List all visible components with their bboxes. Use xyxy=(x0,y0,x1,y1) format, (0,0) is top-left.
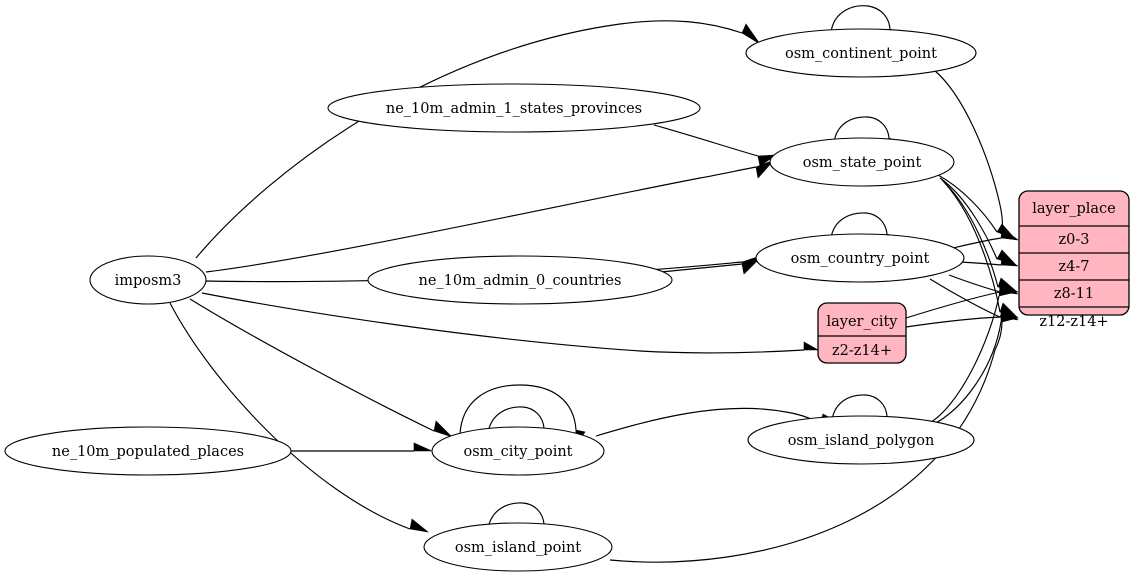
arrowhead xyxy=(413,442,433,452)
node-shape xyxy=(89,255,207,305)
node-label: osm_island_polygon xyxy=(788,433,935,449)
edge-imposm3-to-osm_city_point xyxy=(189,298,435,432)
arrowhead xyxy=(1000,229,1019,241)
node-shape xyxy=(745,28,977,78)
node-label: imposm3 xyxy=(115,273,182,289)
node-label: ne_10m_populated_places xyxy=(52,444,244,460)
node-label: osm_city_point xyxy=(463,444,572,460)
edge-osm_state_point-self xyxy=(833,116,890,143)
edge-imposm3-to-osm_continent_point xyxy=(195,20,743,259)
edge-layer_city-to-layer_place-z8-11 xyxy=(905,291,1001,319)
record-row-z12-z14plus: z12-z14+ xyxy=(1039,314,1108,330)
edge-osm_country_point-to-layer_place-z4-7 xyxy=(959,261,1002,266)
arrowhead xyxy=(755,159,775,179)
edge-ne_states-to-osm_state_point xyxy=(653,124,759,157)
node-label: osm_continent_point xyxy=(785,46,937,62)
node-label: osm_state_point xyxy=(803,155,922,171)
node-ne_10m_admin_1_states_provinces[interactable]: ne_10m_admin_1_states_provinces xyxy=(327,83,701,133)
node-osm_island_polygon[interactable]: osm_island_polygon xyxy=(747,415,975,465)
node-shape xyxy=(431,426,605,476)
edge-osm_country_point-to-layer_place-z0-3 xyxy=(952,237,1002,249)
node-osm_island_point[interactable]: osm_island_point xyxy=(423,522,613,572)
node-layer: imposm3 ne_10m_admin_1_states_provinces … xyxy=(4,28,977,572)
node-shape xyxy=(769,137,955,187)
node-shape xyxy=(367,255,673,305)
node-ne_10m_admin_0_countries[interactable]: ne_10m_admin_0_countries xyxy=(367,255,673,305)
record-row-z8-11: z8-11 xyxy=(1054,286,1094,302)
edge-osm_continent_point-self xyxy=(830,5,891,33)
edge-osm_country_point-to-layer_place-z8-11 xyxy=(948,274,1001,293)
edge-osm_island_point-to-layer_place-z12-z14+ xyxy=(609,321,1003,563)
edge-osm_city_point-to-osm_island_polygon xyxy=(595,407,821,437)
node-ne_10m_populated_places[interactable]: ne_10m_populated_places xyxy=(4,426,292,476)
record-row-layer_city-title: layer_city xyxy=(826,314,898,330)
arrowhead xyxy=(741,257,761,275)
edge-ne_countries-to-osm_country_point xyxy=(660,263,743,273)
record-layer: layer_place z0-3 z4-7 z8-11 z12-z14+ lay… xyxy=(817,190,1130,364)
arrowhead xyxy=(803,341,820,351)
edge-osm_country_point-to-layer_place-z12-z14+ xyxy=(929,278,1001,318)
node-shape xyxy=(327,83,701,133)
arrowhead xyxy=(1000,256,1019,267)
edge-imposm3-to-layer_city xyxy=(201,292,805,354)
node-label: osm_island_point xyxy=(455,540,581,556)
record-layer_place[interactable]: layer_place z0-3 z4-7 z8-11 z12-z14+ xyxy=(1018,190,1130,330)
node-osm_city_point[interactable]: osm_city_point xyxy=(431,426,605,476)
arrowhead xyxy=(409,518,430,533)
arrowhead xyxy=(998,285,1018,297)
record-layer_city[interactable]: layer_city z2-z14+ xyxy=(817,302,907,364)
node-osm_continent_point[interactable]: osm_continent_point xyxy=(745,28,977,78)
node-label: osm_country_point xyxy=(791,251,930,267)
node-osm_state_point[interactable]: osm_state_point xyxy=(769,137,955,187)
record-row-z0-3: z0-3 xyxy=(1059,232,1090,248)
node-shape xyxy=(747,415,975,465)
arrowhead xyxy=(741,23,761,45)
node-imposm3[interactable]: imposm3 xyxy=(89,255,207,305)
edge-layer_city-to-layer_place-z12-z14+ xyxy=(905,316,1002,328)
edge-osm_city_point-self-outer xyxy=(459,384,577,435)
edge-osm_island_polygon-self xyxy=(831,394,888,421)
edge-osm_island_point-self xyxy=(487,502,545,529)
edge-osm_city_point-self-inner xyxy=(487,406,545,433)
arrowhead xyxy=(433,420,453,438)
edge-osm_state_point-to-layer_place-z4-7 xyxy=(939,177,998,260)
node-label: ne_10m_admin_0_countries xyxy=(419,273,622,289)
node-osm_country_point[interactable]: osm_country_point xyxy=(755,233,965,283)
edge-osm_island_polygon-to-layer_place-z8-11 xyxy=(927,295,1000,425)
edge-osm_island_polygon-to-layer_place-z12-z14+ xyxy=(929,321,1002,427)
record-row-z4-7: z4-7 xyxy=(1059,259,1090,275)
edge-imposm3-to-osm_island_point xyxy=(169,302,411,530)
edge-osm_state_point-to-layer_place-z8-11 xyxy=(941,179,999,288)
record-background xyxy=(817,302,907,364)
node-shape xyxy=(4,426,292,476)
arrowhead xyxy=(1001,311,1020,323)
node-shape xyxy=(755,233,965,283)
record-row-z2-z14plus: z2-z14+ xyxy=(832,343,892,359)
edge-osm_state_point-to-layer_place-z0-3 xyxy=(937,174,998,233)
record-row-layer_place-title: layer_place xyxy=(1032,201,1116,217)
edge-osm_country_point-self xyxy=(830,212,888,239)
node-label: ne_10m_admin_1_states_provinces xyxy=(386,101,642,117)
node-shape xyxy=(423,522,613,572)
edge-imposm3-to-osm_state_point xyxy=(205,166,757,273)
